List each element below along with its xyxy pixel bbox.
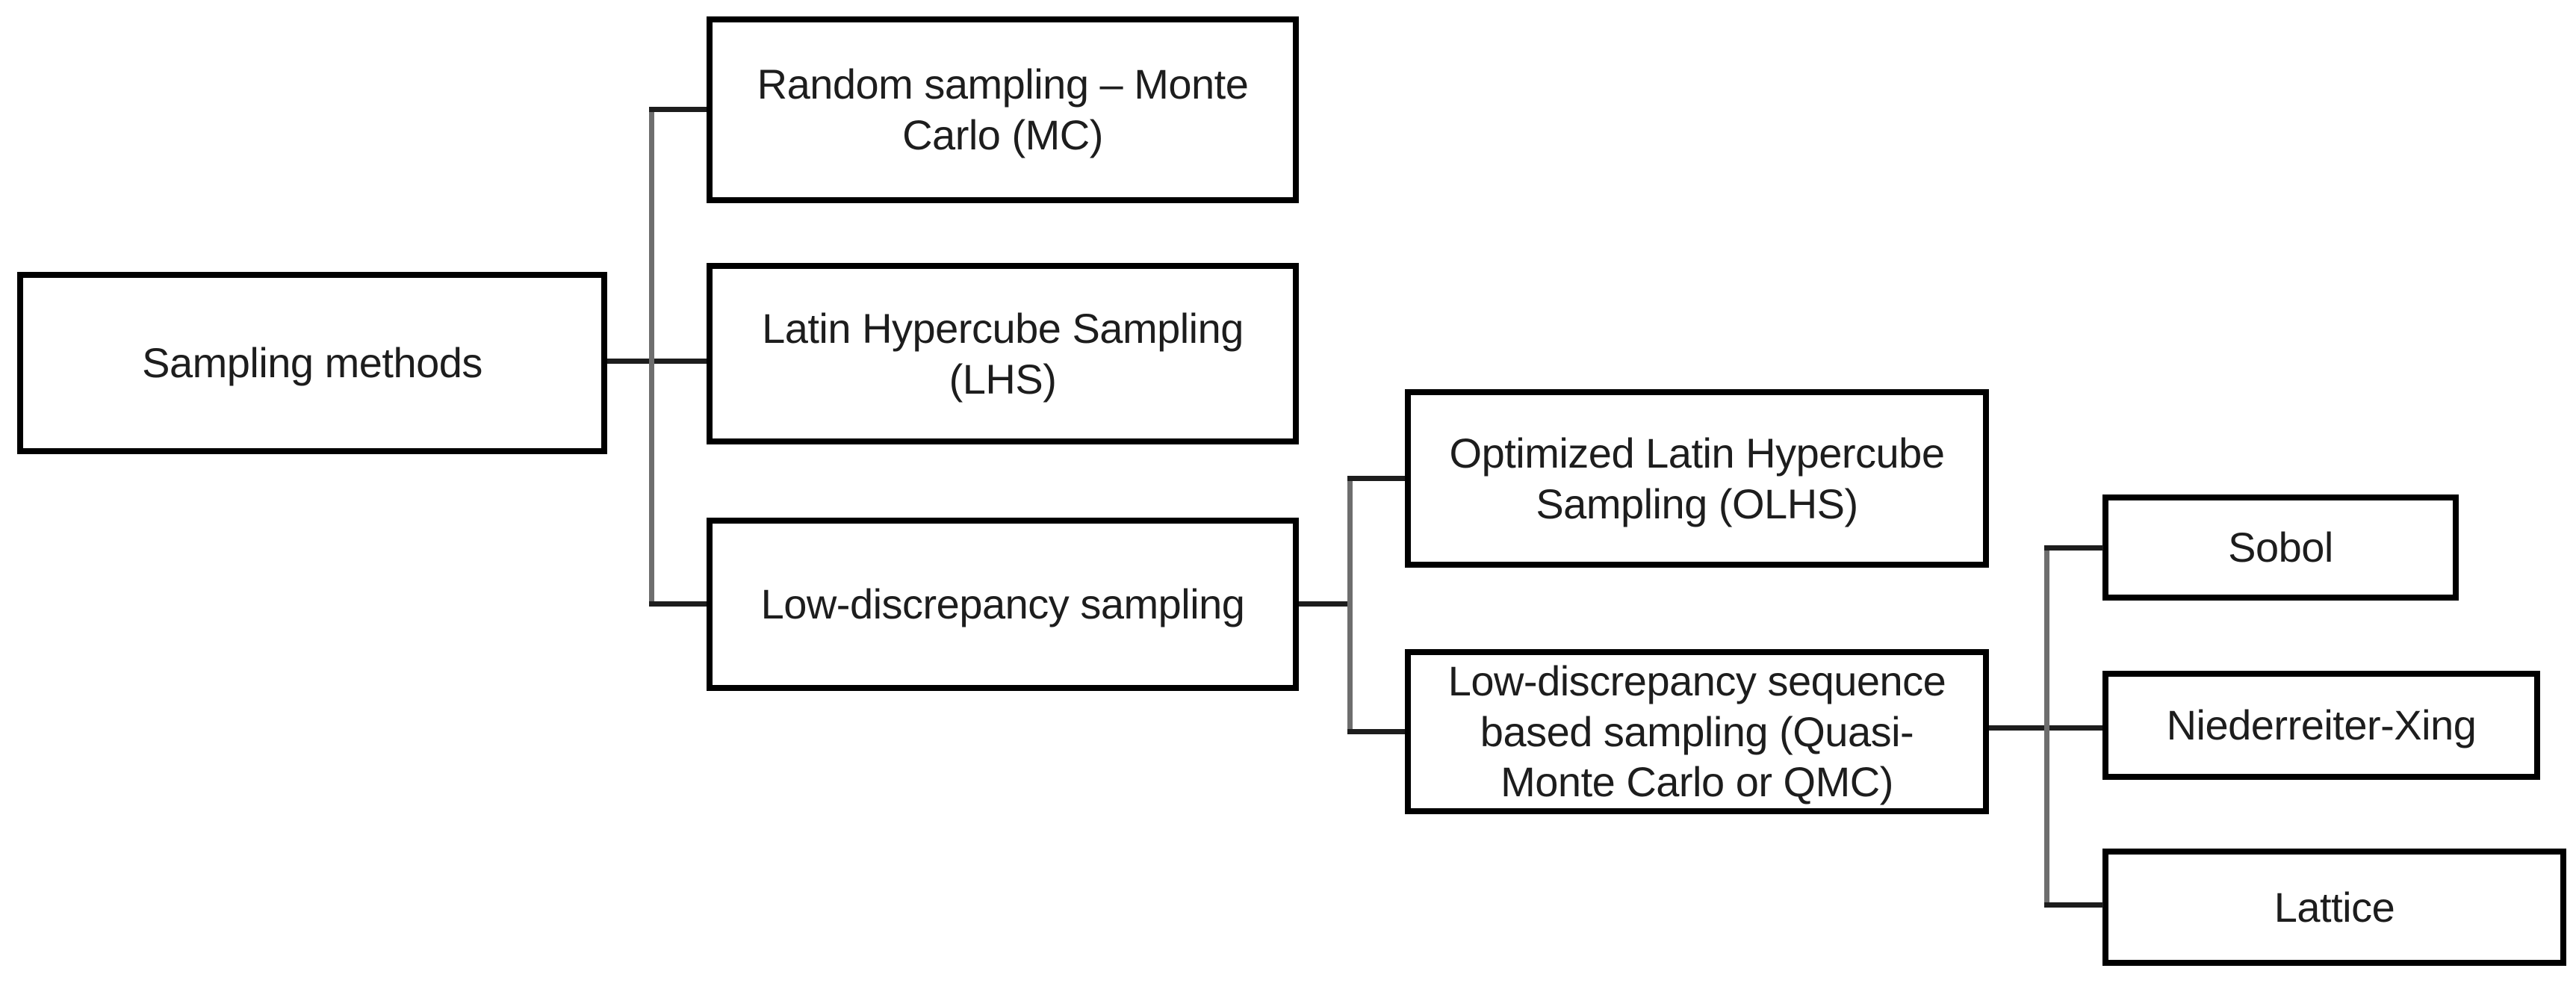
node-low-discrepancy-sampling-label: Low-discrepancy sampling [760, 580, 1245, 628]
node-low-discrepancy-sampling: Low-discrepancy sampling [707, 518, 1299, 691]
connector-trunk-lds-children [1347, 476, 1353, 732]
node-sobol-label: Sobol [2228, 524, 2333, 571]
connector-trunk-root-children [649, 107, 654, 606]
connector-trunk-to-olhs [1347, 476, 1405, 481]
node-sampling-methods: Sampling methods [17, 272, 607, 454]
node-random-sampling-monte-carlo-label: Random sampling – Monte Carlo (MC) [757, 61, 1249, 158]
node-optimized-latin-hypercube-sampling-label: Optimized Latin Hypercube Sampling (OLHS… [1449, 429, 1945, 527]
node-lattice-label: Lattice [2274, 883, 2395, 931]
connector-trunk-to-lds [649, 601, 707, 607]
node-lattice: Lattice [2102, 849, 2566, 966]
connector-trunk-qmc-children [2044, 545, 2049, 908]
node-sobol: Sobol [2102, 494, 2459, 601]
node-random-sampling-monte-carlo: Random sampling – Monte Carlo (MC) [707, 16, 1299, 203]
node-quasi-monte-carlo-label: Low-discrepancy sequence based sampling … [1447, 657, 1946, 806]
node-sampling-methods-label: Sampling methods [142, 339, 482, 387]
connector-lds-to-trunk [1299, 601, 1353, 607]
node-niederreiter-xing-label: Niederreiter-Xing [2166, 701, 2477, 749]
node-niederreiter-xing: Niederreiter-Xing [2102, 671, 2540, 780]
connector-trunk-to-mc [649, 107, 707, 112]
connector-trunk-to-sobol [2044, 545, 2103, 551]
node-latin-hypercube-sampling: Latin Hypercube Sampling (LHS) [707, 263, 1299, 444]
node-optimized-latin-hypercube-sampling: Optimized Latin Hypercube Sampling (OLHS… [1405, 389, 1989, 568]
node-quasi-monte-carlo: Low-discrepancy sequence based sampling … [1405, 649, 1989, 814]
connector-trunk-to-lattice [2044, 902, 2103, 908]
connector-root-to-lhs [607, 359, 707, 364]
node-latin-hypercube-sampling-label: Latin Hypercube Sampling (LHS) [762, 304, 1244, 403]
connector-trunk-to-qmc [1347, 729, 1405, 734]
